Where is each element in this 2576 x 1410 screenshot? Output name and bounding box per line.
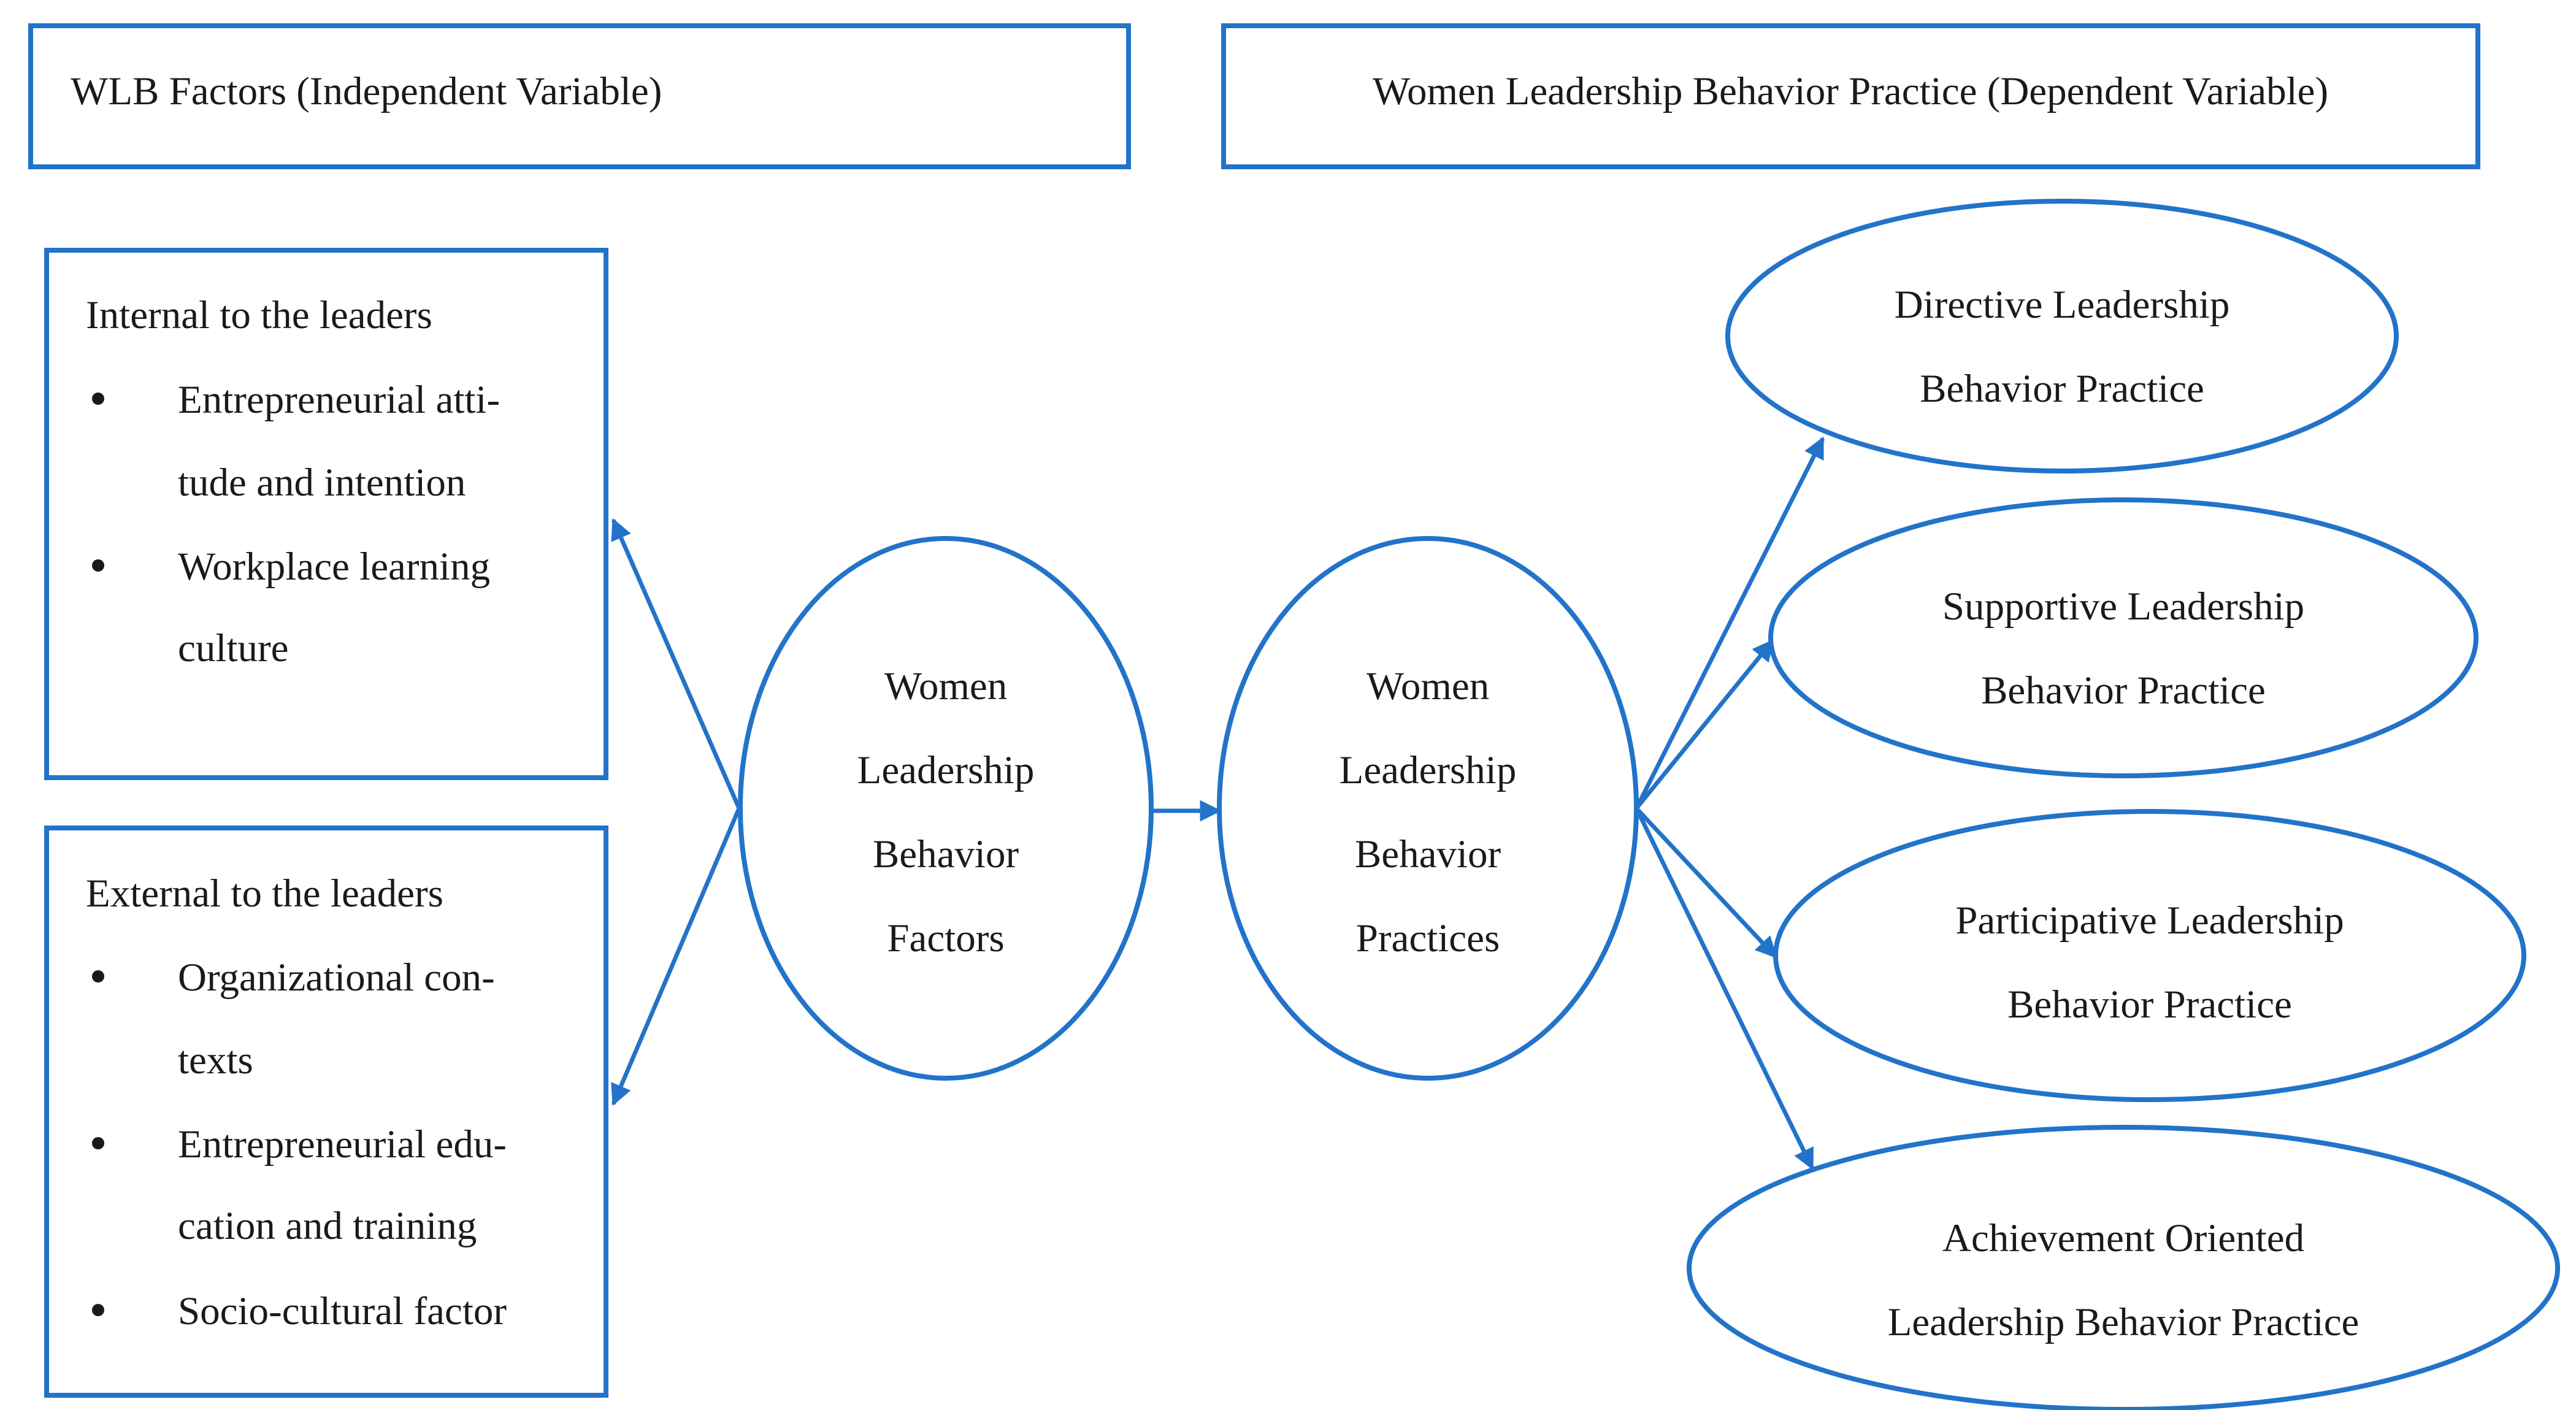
practices-ellipse-line-4: Practices (1356, 916, 1500, 960)
outcome-participative: Participative Leadership Behavior Practi… (1773, 809, 2526, 1102)
bullet-icon (92, 559, 104, 572)
dependent-variable-label: Women Leadership Behavior Practice (Depe… (1373, 69, 2328, 113)
outcome-achievement: Achievement Oriented Leadership Behavior… (1687, 1125, 2560, 1410)
arrow-to-internal-factors (611, 518, 742, 810)
outcome-supportive-line-1: Supportive Leadership (1942, 584, 2304, 629)
outcome-directive: Directive Leadership Behavior Practice (1725, 199, 2399, 473)
outcome-directive-line-1: Directive Leadership (1895, 283, 2230, 327)
factors-ellipse-line-2: Leadership (857, 748, 1035, 792)
independent-variable-label: WLB Factors (Independent Variable) (71, 69, 662, 113)
external-factors-box: External to the leaders Organizational c… (44, 826, 608, 1398)
arrow-to-participative (1635, 807, 1777, 959)
independent-variable-header: WLB Factors (Independent Variable) (28, 23, 1131, 169)
internal-item-1-line-1: Entrepreneurial atti- (178, 378, 500, 422)
arrow-to-achievement (1634, 807, 1815, 1171)
outcome-achievement-line-2: Leadership Behavior Practice (1888, 1300, 2359, 1344)
external-factors-title: External to the leaders (86, 872, 443, 916)
practices-ellipse: Women Leadership Behavior Practices (1217, 536, 1639, 1081)
arrow-to-directive (1634, 436, 1825, 810)
practices-ellipse-line-3: Behavior (1355, 832, 1501, 876)
arrow-to-supportive (1635, 639, 1774, 810)
factors-ellipse-line-3: Behavior (873, 832, 1019, 876)
external-item-1-line-2: texts (178, 1038, 253, 1082)
factors-ellipse-line-1: Women (884, 664, 1008, 708)
bullet-icon (92, 1137, 104, 1149)
bullet-icon (92, 970, 104, 983)
outcome-achievement-line-1: Achievement Oriented (1942, 1216, 2304, 1260)
internal-item-2-line-1: Workplace learning (178, 545, 490, 589)
outcome-supportive: Supportive Leadership Behavior Practice (1768, 497, 2478, 778)
external-item-1-line-1: Organizational con- (178, 956, 495, 1000)
dependent-variable-header: Women Leadership Behavior Practice (Depe… (1221, 23, 2480, 169)
outcome-supportive-line-2: Behavior Practice (1981, 669, 2266, 713)
external-item-2-line-1: Entrepreneurial edu- (178, 1122, 507, 1167)
outcome-directive-line-2: Behavior Practice (1920, 367, 2204, 411)
outcome-participative-line-1: Participative Leadership (1955, 898, 2344, 943)
practices-ellipse-line-1: Women (1367, 664, 1490, 708)
practices-ellipse-line-2: Leadership (1340, 748, 1517, 792)
internal-factors-box: Internal to the leaders Entrepreneurial … (44, 248, 608, 780)
internal-item-2-line-2: culture (178, 626, 288, 670)
internal-factors-title: Internal to the leaders (86, 293, 432, 337)
outcome-participative-line-2: Behavior Practice (2007, 983, 2292, 1027)
bullet-icon (92, 1304, 104, 1316)
external-item-3-line-1: Socio-cultural factor (178, 1289, 507, 1333)
internal-item-1-line-2: tude and intention (178, 461, 466, 505)
bullet-icon (92, 393, 104, 405)
factors-ellipse: Women Leadership Behavior Factors (738, 536, 1154, 1081)
arrow-to-external-factors (611, 807, 742, 1106)
external-item-2-line-2: cation and training (178, 1204, 477, 1248)
factors-ellipse-line-4: Factors (887, 916, 1004, 960)
